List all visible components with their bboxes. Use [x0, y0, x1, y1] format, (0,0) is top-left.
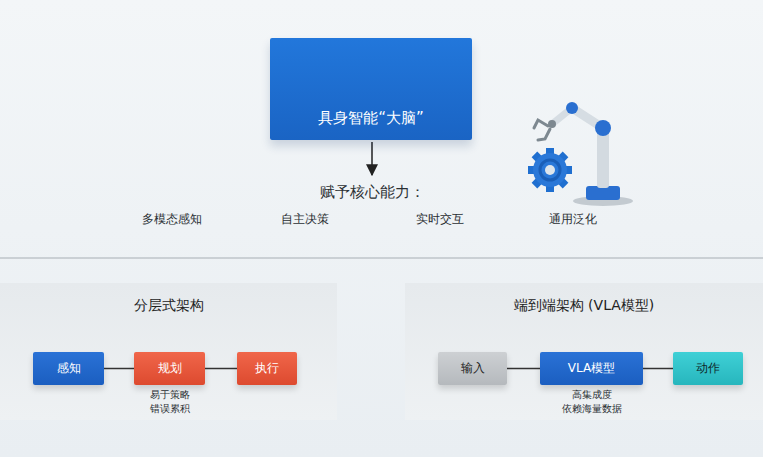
box-label: 感知	[57, 361, 81, 376]
box-label: VLA模型	[568, 361, 615, 376]
capability-label: 通用泛化	[549, 212, 597, 226]
connector-line	[507, 368, 540, 370]
panel-ground	[0, 283, 337, 420]
capability-label: 自主决策	[281, 212, 329, 226]
down-arrow	[371, 142, 373, 175]
panel-heading: 分层式架构	[134, 297, 204, 315]
capability-label: 实时交互	[416, 212, 464, 226]
brain-box: 具身智能“大脑”	[270, 38, 472, 140]
note-text: 错误累积	[150, 403, 190, 415]
box-label: 输入	[461, 361, 485, 376]
connector-line	[205, 368, 237, 370]
process-box: 动作	[673, 352, 743, 385]
capability-label: 多模态感知	[142, 212, 202, 226]
panel-heading: 端到端架构 (VLA模型)	[514, 297, 655, 315]
box-label: 执行	[255, 361, 279, 376]
process-box: 输入	[438, 352, 507, 385]
box-label: 动作	[696, 361, 720, 376]
note-text: 高集成度	[572, 389, 612, 401]
process-box: VLA模型	[540, 352, 643, 385]
box-label: 具身智能“大脑”	[318, 109, 424, 128]
note-text: 依赖海量数据	[562, 403, 622, 415]
robot-arm-illustration	[528, 102, 633, 206]
divider-line	[0, 258, 763, 259]
process-box: 规划	[134, 352, 205, 385]
box-label: 规划	[158, 361, 182, 376]
note-text: 易于策略	[150, 389, 190, 401]
connector-line	[104, 368, 134, 370]
process-box: 感知	[33, 352, 104, 385]
panel-ground	[405, 283, 763, 420]
connector-line	[643, 368, 673, 370]
process-box: 执行	[237, 352, 297, 385]
section-heading: 赋予核心能力：	[320, 183, 425, 201]
